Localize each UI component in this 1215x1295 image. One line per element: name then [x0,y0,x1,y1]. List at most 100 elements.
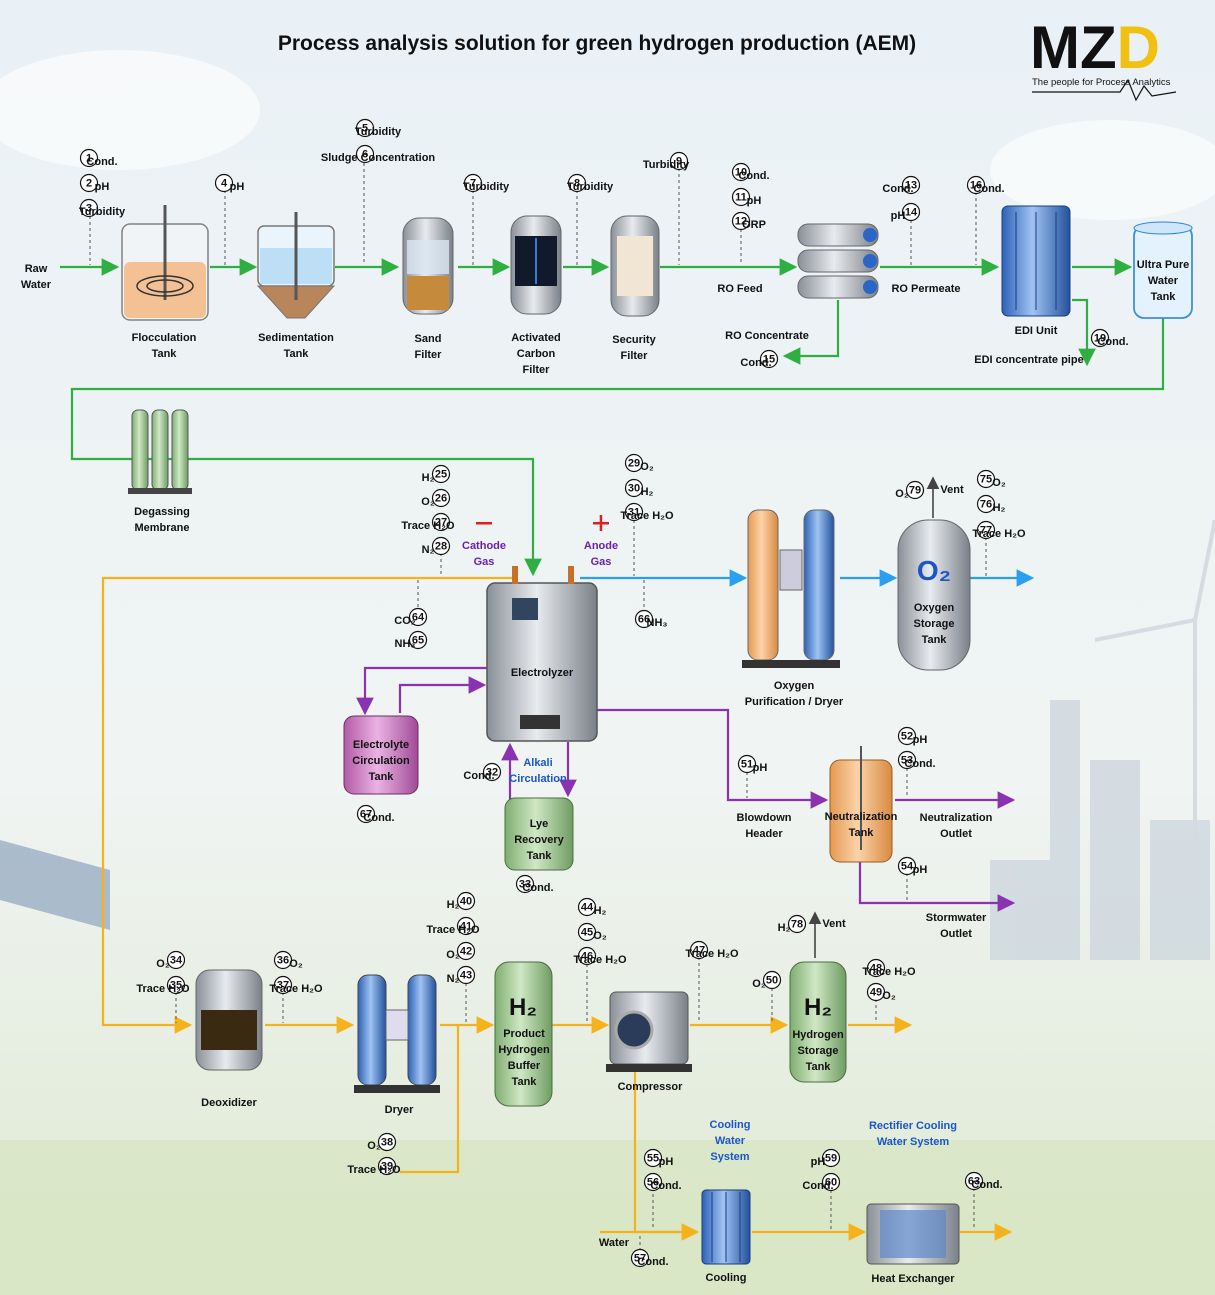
measurement-badge-circle [787,914,807,934]
measurement-badge-circle [634,609,654,629]
hydrogen-storage-symbol: H₂ [804,994,832,1021]
measurement-badge-circle [689,940,709,960]
measurement-badge-circle [377,1132,397,1152]
measurement-badge-circle [79,148,99,168]
measurement-badge-circle [577,946,597,966]
measurement-label: pH [811,1156,826,1168]
measurement-label: H₂ [993,502,1006,514]
wind-turbine [1094,519,1215,940]
measurement-number: 44 [581,902,594,914]
measurement-number: 40 [460,896,472,908]
measurement-number: 53 [901,755,913,767]
measurement-badge-circle [408,607,428,627]
measurement-number: 79 [909,485,921,497]
measurement-label: H₂ [447,899,460,911]
pipe-to-electrolyte-tank [356,666,487,716]
measurement-badge-circle [79,198,99,218]
measurement-label: Turbidity [79,206,126,218]
label-hex: Heat Exchanger [871,1273,955,1285]
measurement-number: 51 [741,759,753,771]
measurement-number: 57 [634,1253,646,1265]
lye-recovery-tank [504,797,574,871]
measurement-number: 47 [693,945,705,957]
measurement-label: H₂ [778,922,791,934]
measurement-badge-circle [377,1156,397,1176]
measurement-number: 26 [435,493,447,505]
pipe-stormwater [858,862,1016,912]
electrolyte-circulation-tank [343,715,419,795]
measurement-badge-circle [356,804,376,824]
measurement-label: H₂ [594,905,607,917]
measurement-badge-circle [515,874,535,894]
measurement-number: 32 [486,767,498,779]
label-edi: EDI Unit [1015,325,1058,337]
measurement-badge-circle [866,958,886,978]
measurement-badge-circle [577,922,597,942]
measurement-badge-circle [901,202,921,222]
measurement-badge-circle [643,1172,663,1192]
measurement-number: 43 [460,970,472,982]
measurement-number: 65 [412,635,424,647]
flocculation-tank [121,205,209,321]
neutralization-tank [829,746,893,863]
measurement-number: 16 [970,180,982,192]
pipe-ro-concentrate [782,300,840,365]
measurement-number: 66 [638,614,650,626]
measurement-number: 52 [901,731,913,743]
measurement-label: Turbidity [355,126,402,138]
measurement-badge-circle [731,187,751,207]
measurement-label: Trace H₂O [862,966,916,978]
measurement-number: 54 [901,861,914,873]
measurement-number: 13 [905,180,917,192]
pipe-blowdown [595,708,829,809]
measurement-label: Trace H₂O [269,983,323,995]
measurement-label: Turbidity [567,181,614,193]
measurement-label: Trace H₂O [573,954,627,966]
measurement-number: 31 [628,507,640,519]
measurement-label: pH [747,195,762,207]
measurement-badge-circle [737,754,757,774]
measurement-label: O₂ [895,488,909,500]
measurement-badge-circle [905,480,925,500]
measurement-badge-circle [456,891,476,911]
measurement-label: Cond. [882,183,913,195]
anode-plus-icon [599,515,603,531]
measurement-number: 42 [460,946,472,958]
